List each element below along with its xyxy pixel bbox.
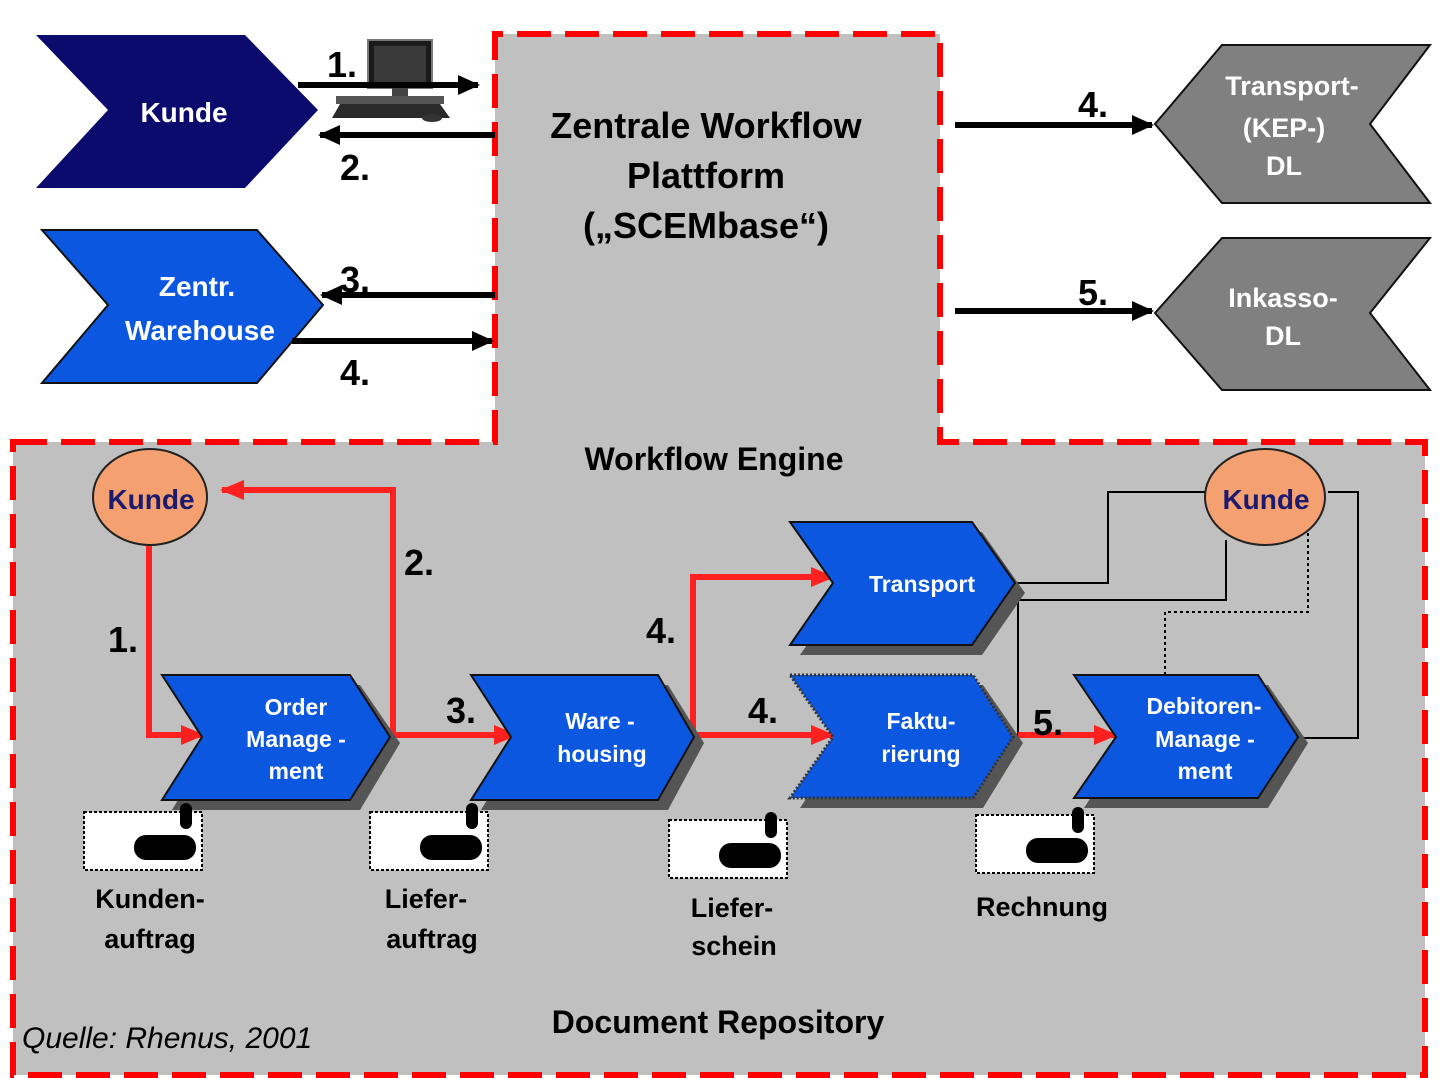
warehousing-chevron: Ware - housing (469, 674, 704, 810)
document-icon-kundenauftrag (83, 803, 203, 871)
top-step-5: 5. (1078, 272, 1108, 313)
warehouse-label-1: Zentr. (159, 271, 235, 302)
order-management-chevron: Order Manage - ment (160, 674, 400, 810)
transport-dl-chevron: Transport- (KEP-) DL (1153, 44, 1433, 204)
arrows-kunde (298, 75, 495, 145)
inkasso-dl-label-1: Inkasso- (1228, 283, 1338, 313)
debit-connectors (1015, 491, 1359, 739)
computer-icon (332, 39, 450, 122)
engine-step-3: 3. (446, 690, 476, 731)
central-title-2: Plattform (627, 155, 785, 196)
central-title-1: Zentrale Workflow (550, 105, 862, 146)
fakturierung-chevron: Faktu- rierung (787, 673, 1023, 808)
arrows-warehouse (292, 285, 495, 351)
inkasso-dl-chevron: Inkasso- DL (1153, 237, 1433, 391)
kunde-oval-left: Kunde (92, 448, 208, 546)
engine-step-2: 2. (404, 542, 434, 583)
warehousing-label-2: housing (557, 741, 646, 767)
fakturierung-label-2: rierung (881, 741, 960, 767)
warehouse-label-2: Warehouse (125, 315, 275, 346)
doc4-label: Rechnung (976, 892, 1108, 922)
transport-chevron: Transport (788, 521, 1025, 655)
document-icon-lieferschein (668, 812, 788, 879)
repository-title: Document Repository (552, 1004, 885, 1040)
engine-step-1: 1. (108, 619, 138, 660)
warehousing-label-1: Ware - (565, 708, 634, 734)
doc3-label-1: Liefer- (691, 893, 774, 923)
central-platform: Zentrale Workflow Plattform („SCEMbase“) (550, 105, 862, 246)
order-label-3: ment (269, 758, 324, 784)
fakturierung-label-1: Faktu- (887, 708, 956, 734)
top-step-4-left: 4. (340, 352, 370, 393)
kunde-oval-right-label: Kunde (1222, 484, 1309, 515)
top-step-3: 3. (340, 259, 370, 300)
kunde-label: Kunde (140, 97, 227, 128)
transport-dl-label-1: Transport- (1225, 71, 1359, 101)
order-label-1: Order (265, 694, 328, 720)
debitoren-label-3: ment (1178, 758, 1233, 784)
engine-step-4-lower: 4. (748, 690, 778, 731)
doc1-label-2: auftrag (104, 924, 196, 954)
inkasso-dl-label-2: DL (1265, 321, 1301, 351)
debitoren-chevron: Debitoren- Manage - ment (1072, 674, 1308, 808)
debitoren-label-2: Manage - (1155, 726, 1255, 752)
engine-step-5: 5. (1033, 702, 1063, 743)
transport-dl-label-3: DL (1266, 151, 1302, 181)
order-label-2: Manage - (246, 726, 346, 752)
engine-step-4-upper: 4. (646, 610, 676, 651)
arrows-right (955, 115, 1154, 321)
doc3-label-2: schein (691, 931, 777, 961)
debitoren-label-1: Debitoren- (1147, 693, 1262, 719)
engine-title: Workflow Engine (585, 441, 844, 477)
top-step-1: 1. (327, 44, 357, 85)
top-step-2: 2. (340, 147, 370, 188)
doc2-label-1: Liefer- (385, 884, 468, 914)
document-icon-rechnung (975, 807, 1095, 874)
document-icon-lieferauftrag (369, 803, 489, 871)
kunde-oval-right: Kunde (1204, 448, 1326, 546)
transport-dl-label-2: (KEP-) (1243, 113, 1326, 143)
doc2-label-2: auftrag (386, 924, 478, 954)
central-title-3: („SCEMbase“) (583, 205, 829, 246)
warehouse-chevron: Zentr. Warehouse (39, 229, 325, 384)
source-note: Quelle: Rhenus, 2001 (22, 1022, 312, 1055)
kunde-chevron: Kunde (36, 35, 318, 188)
doc1-label-1: Kunden- (95, 884, 204, 914)
top-step-4-right: 4. (1078, 84, 1108, 125)
kunde-oval-left-label: Kunde (107, 484, 194, 515)
transport-label: Transport (869, 571, 975, 597)
red-flow (146, 480, 1118, 745)
